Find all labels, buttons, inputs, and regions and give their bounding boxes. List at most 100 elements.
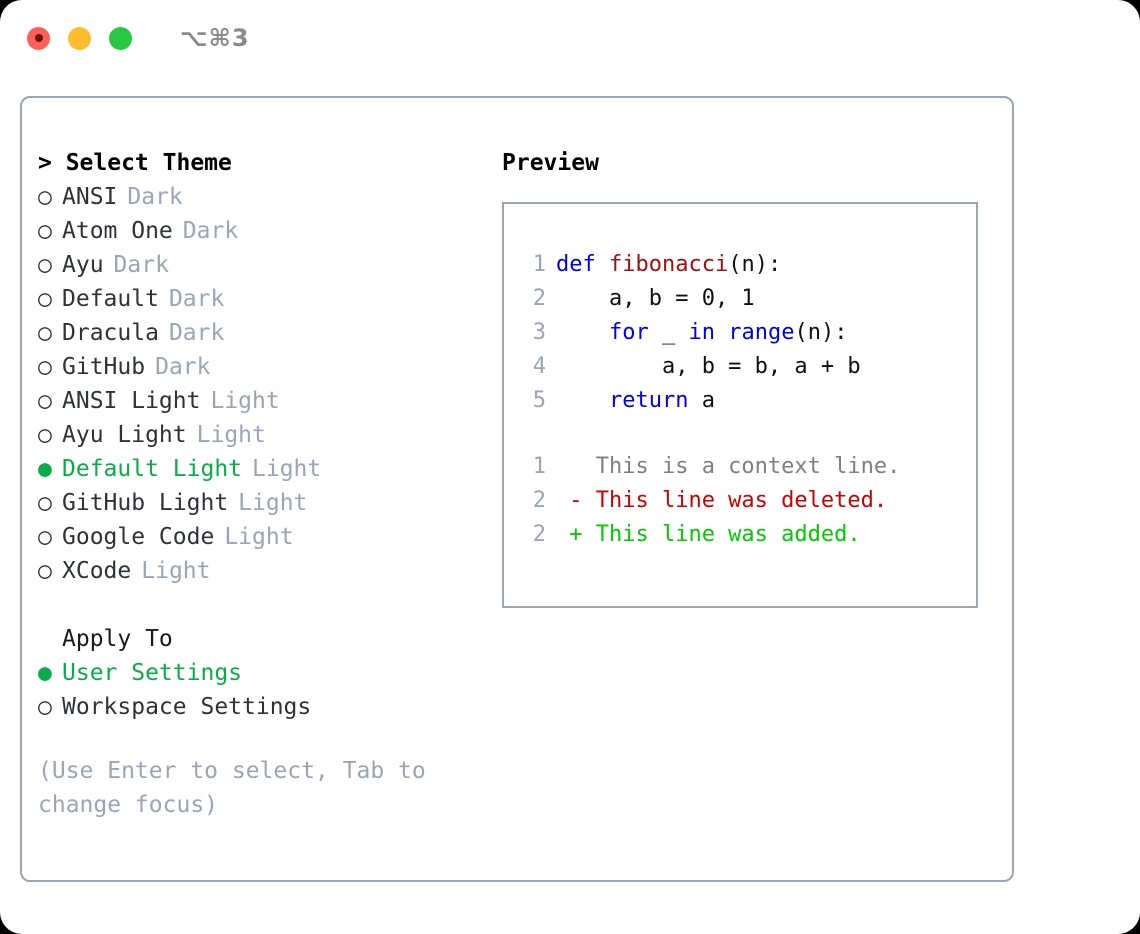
theme-option-list: ○ ANSI Dark ○ Atom One Dark ○ Ayu Dark [38, 180, 488, 588]
theme-category: Dark [168, 320, 225, 346]
preview-box: 1 def fibonacci(n): 2 a, b = 0, 1 3 for … [502, 202, 978, 608]
theme-name: XCode [62, 558, 132, 584]
theme-category: Light [238, 490, 308, 516]
line-number: 1 [532, 252, 546, 277]
code-line: 5 return a [520, 384, 976, 418]
apply-to-option-workspace-settings[interactable]: ○ Workspace Settings [38, 690, 488, 724]
diff-line-context: 1 This is a context line. [520, 450, 976, 484]
theme-category: Light [210, 388, 280, 414]
radio-icon: ○ [38, 422, 52, 448]
radio-icon: ○ [38, 558, 52, 584]
theme-option-github-light[interactable]: ○ GitHub Light Light [38, 486, 488, 520]
code-token [556, 384, 609, 418]
theme-name: Default [62, 286, 159, 312]
apply-to-header: Apply To [62, 626, 173, 652]
theme-selector-column: > Select Theme ○ ANSI Dark ○ Atom One Da… [38, 146, 488, 822]
radio-icon: ○ [38, 694, 52, 720]
keyboard-shortcut-label: ⌥⌘3 [180, 24, 250, 52]
theme-name: Default Light [62, 456, 243, 482]
line-number: 4 [532, 354, 546, 379]
radio-icon: ○ [38, 388, 52, 414]
theme-option-ansi-light[interactable]: ○ ANSI Light Light [38, 384, 488, 418]
code-token [715, 316, 728, 350]
theme-name: Ayu Light [62, 422, 187, 448]
code-token: a, b = 0, 1 [556, 286, 755, 311]
theme-category: Light [252, 456, 322, 482]
minimize-window-button[interactable] [68, 26, 91, 50]
theme-category: Light [196, 422, 266, 448]
theme-name: Ayu [62, 252, 104, 278]
theme-option-dracula-dark[interactable]: ○ Dracula Dark [38, 316, 488, 350]
code-line: 3 for _ in range(n): [520, 316, 976, 350]
theme-option-xcode[interactable]: ○ XCode Light [38, 554, 488, 588]
line-number: 2 [532, 286, 546, 311]
apply-to-label: User Settings [62, 660, 243, 686]
theme-option-default-dark[interactable]: ○ Default Dark [38, 282, 488, 316]
theme-category: Dark [113, 252, 169, 278]
radio-icon-selected: ● [38, 660, 52, 686]
diff-line-added: 2 + This line was added. [520, 518, 976, 552]
close-window-button[interactable] [27, 26, 50, 50]
title-bar: ⌥⌘3 [0, 0, 1140, 76]
theme-name: ANSI Light [62, 388, 201, 414]
theme-option-github-dark[interactable]: ○ GitHub Dark [38, 350, 488, 384]
code-token: fibonacci [608, 252, 729, 277]
code-token: (n): [794, 320, 848, 345]
line-number: 2 [532, 488, 546, 513]
code-token: range [728, 320, 795, 345]
select-theme-header: > Select Theme [38, 150, 232, 176]
theme-name: GitHub Light [62, 490, 229, 516]
code-token: def [556, 252, 609, 277]
theme-option-ansi-dark[interactable]: ○ ANSI Dark [38, 180, 488, 214]
line-number: 3 [532, 320, 546, 345]
code-token: _ [648, 320, 689, 345]
theme-option-default-light[interactable]: ● Default Light Light [38, 452, 488, 486]
code-token: (n): [728, 252, 782, 277]
theme-category: Dark [127, 184, 183, 210]
keyboard-hint-text: (Use Enter to select, Tab to change focu… [38, 758, 426, 818]
theme-name: GitHub [62, 354, 146, 380]
maximize-window-button[interactable] [109, 26, 132, 50]
radio-icon: ○ [38, 252, 52, 278]
code-line: 2 a, b = 0, 1 [520, 282, 976, 316]
theme-option-ayu-light[interactable]: ○ Ayu Light Light [38, 418, 488, 452]
theme-name: Google Code [62, 524, 215, 550]
preview-header: Preview [502, 150, 599, 176]
code-token: a, b = b, a + b [556, 354, 861, 379]
apply-to-option-user-settings[interactable]: ● User Settings [38, 656, 488, 690]
theme-option-atom-one-dark[interactable]: ○ Atom One Dark [38, 214, 488, 248]
code-line: 4 a, b = b, a + b [520, 350, 976, 384]
close-icon [34, 34, 43, 42]
radio-icon: ○ [38, 218, 52, 244]
code-token: return [608, 388, 689, 413]
radio-icon: ○ [38, 490, 52, 516]
main-panel: > Select Theme ○ ANSI Dark ○ Atom One Da… [20, 96, 1014, 882]
radio-icon: ○ [38, 286, 52, 312]
radio-icon: ○ [38, 354, 52, 380]
window-controls [27, 26, 132, 50]
line-number: 5 [532, 388, 546, 413]
code-diff-separator [520, 418, 976, 450]
apply-to-option-list: ● User Settings ○ Workspace Settings [38, 656, 488, 724]
theme-option-ayu-dark[interactable]: ○ Ayu Dark [38, 248, 488, 282]
theme-name: Atom One [62, 218, 173, 244]
panel-columns: > Select Theme ○ ANSI Dark ○ Atom One Da… [22, 98, 1012, 880]
code-token [556, 316, 609, 350]
theme-option-google-code[interactable]: ○ Google Code Light [38, 520, 488, 554]
theme-name: Dracula [62, 320, 159, 346]
diff-line-deleted: 2 - This line was deleted. [520, 484, 976, 518]
theme-category: Dark [182, 218, 239, 244]
diff-sample: 1 This is a context line. 2 - This line … [520, 450, 976, 552]
theme-category: Dark [168, 286, 225, 312]
diff-text: - This line was deleted. [556, 488, 888, 513]
code-line: 1 def fibonacci(n): [520, 248, 976, 282]
theme-category: Dark [155, 354, 211, 380]
radio-icon: ○ [38, 184, 52, 210]
code-sample: 1 def fibonacci(n): 2 a, b = 0, 1 3 for … [520, 248, 976, 418]
radio-icon-selected: ● [38, 456, 52, 482]
code-token: a [688, 388, 715, 413]
code-token: in [688, 320, 715, 345]
diff-text: + This line was added. [556, 522, 861, 547]
theme-category: Light [224, 524, 294, 550]
